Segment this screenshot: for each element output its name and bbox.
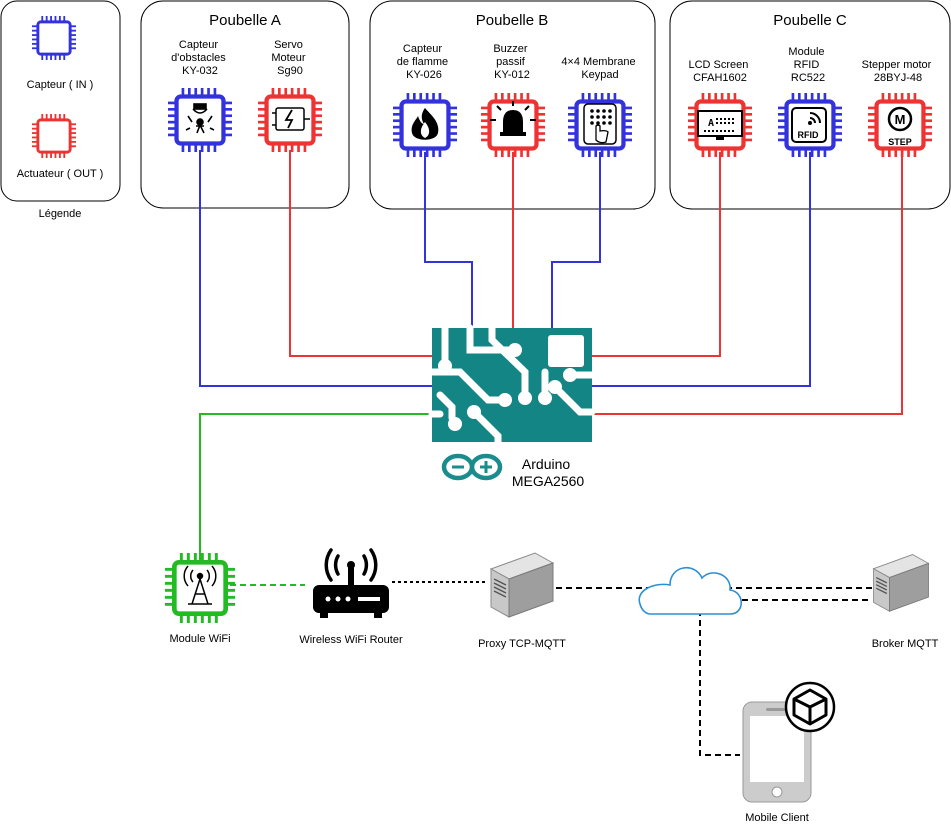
wire-rfid [592, 152, 811, 387]
router-icon [313, 548, 389, 618]
keypad-chip-icon [568, 93, 632, 157]
broker-server-icon [872, 553, 930, 613]
wire-obstacle-sensor [199, 150, 432, 387]
rfid-icon: RFID [791, 107, 827, 143]
legend-title: Légende [39, 208, 82, 220]
buzzer-label: Buzzer passif KY-012 [493, 43, 530, 81]
poubelle-a-title: Poubelle A [209, 12, 281, 29]
network-links [230, 581, 872, 756]
wire-lcd [592, 152, 721, 357]
bell-alarm-icon [490, 101, 536, 136]
wire-wifi-module [199, 413, 432, 560]
servo-motor-icon [272, 107, 310, 131]
poubelle-b: Poubelle B Capteur de flamme KY-026 Buzz… [393, 12, 638, 157]
stepper-motor-icon: M STEP [887, 106, 913, 147]
servo-label: Servo Moteur Sg90 [271, 39, 308, 77]
wire-servo [289, 150, 432, 357]
keypad-icon [583, 103, 617, 145]
arduino-logo-icon [441, 453, 503, 481]
flame-sensor-label: Capteur de flamme KY-026 [397, 43, 451, 81]
proxy-server-icon [490, 552, 554, 618]
poubelle-c-title: Poubelle C [773, 12, 847, 29]
poubelle-c: Poubelle C LCD Screen CFAH1602 Module RF… [688, 12, 934, 157]
obstacle-sensor-icon [185, 103, 215, 134]
poubelle-a-box [140, 0, 350, 209]
keypad-label: 4×4 Membrane Keypad [561, 56, 638, 81]
arduino-board-icon [428, 324, 596, 446]
wifi-module-label: Module WiFi [169, 633, 230, 645]
legend-input-label: Capteur ( IN ) [27, 79, 94, 91]
wifi-antenna-icon [183, 565, 217, 605]
poubelle-b-title: Poubelle B [476, 12, 549, 29]
lcd-glyph: A [708, 118, 714, 129]
lcd-label: LCD Screen CFAH1602 [689, 59, 752, 84]
mobile-phone-icon [742, 701, 812, 803]
wires [199, 150, 903, 560]
mobile-label: Mobile Client [745, 812, 809, 824]
link-cloud-mobile [699, 600, 740, 756]
obstacle-sensor-label: Capteur d'obstacles KY-032 [171, 39, 229, 77]
arduino-label: Arduino MEGA2560 [512, 456, 585, 489]
router-label: Wireless WiFi Router [299, 634, 403, 646]
proxy-label: Proxy TCP-MQTT [478, 638, 566, 650]
stepper-m-glyph: M [895, 112, 906, 127]
unity-logo-icon [784, 681, 836, 733]
legend-output-label: Actuateur ( OUT ) [17, 168, 104, 180]
cloud-icon [638, 567, 743, 615]
poubelle-a: Poubelle A Capteur d'obstacles KY-032 Se… [168, 12, 322, 152]
wifi-module-chip-icon [165, 553, 235, 623]
legend: Capteur ( IN ) Actuateur ( OUT ) Légende [17, 14, 104, 220]
legend-box [0, 0, 121, 202]
wire-stepper [592, 152, 903, 415]
wire-keypad [551, 152, 601, 328]
rfid-glyph: RFID [798, 130, 819, 140]
rfid-label: Module RFID RC522 [788, 46, 827, 84]
flame-inner-icon [420, 122, 430, 138]
broker-label: Broker MQTT [872, 638, 939, 650]
wire-flame-sensor [424, 152, 473, 328]
legend-output-chip-icon [30, 112, 78, 160]
stepper-label: Stepper motor 28BYJ-48 [862, 59, 935, 84]
lcd-screen-icon: A [697, 110, 743, 140]
legend-input-chip-icon [30, 14, 78, 62]
stepper-step-glyph: STEP [888, 137, 912, 147]
